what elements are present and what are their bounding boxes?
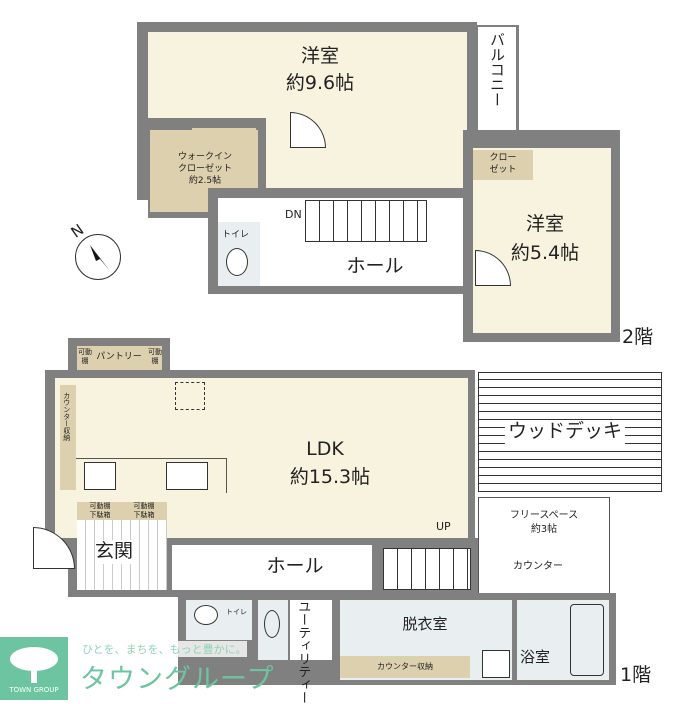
bathroom-label: 浴室: [520, 648, 551, 666]
shelf-label: 可動棚: [148, 348, 162, 365]
staircase: [305, 200, 427, 242]
ldk-name: LDK: [306, 438, 344, 460]
free-space-name: フリースペース: [509, 510, 579, 521]
room-name: 洋室: [525, 213, 564, 235]
bathtub-icon: [570, 604, 604, 676]
pantry-label: パントリー: [96, 352, 142, 362]
washing-machine-icon: [482, 650, 510, 678]
counter-storage: [60, 385, 76, 490]
dressing-room-label: 脱衣室: [402, 615, 448, 633]
kitchen-counter: [76, 458, 227, 493]
toilet-label: トイレ: [226, 608, 247, 616]
free-space-size: 約3帖: [530, 524, 558, 535]
shelf-label: 可動棚: [78, 348, 92, 365]
pantry: [77, 346, 162, 370]
closet-label-1: クロー: [489, 153, 517, 163]
hall-label: ホール: [266, 555, 324, 577]
counter-storage-label: カウンター収納: [377, 662, 433, 671]
utility: [290, 600, 332, 660]
staircase: [383, 548, 471, 590]
counter-storage-label: カウンター収納: [62, 392, 71, 441]
wic-size: 約2.5帖: [188, 176, 222, 186]
counter-storage: [340, 656, 470, 678]
room-size: 約5.4帖: [510, 242, 580, 264]
counter-label: カウンター: [513, 561, 563, 574]
logo-name-en: TOWN GROUP: [9, 686, 59, 694]
room-size: 約9.6帖: [285, 72, 355, 94]
hall-1f: [172, 545, 372, 590]
hall-label: ホール: [346, 255, 404, 277]
logo-badge: TOWN GROUP: [0, 637, 68, 700]
stairs-label: UP: [436, 520, 451, 533]
shelf: [192, 128, 256, 150]
sink-icon: [166, 462, 208, 490]
room-name: 洋室: [300, 45, 339, 67]
balcony: [478, 27, 516, 140]
wood-deck-label: ウッドデッキ: [505, 420, 626, 444]
closet-label-2: ゼット: [489, 165, 517, 175]
compass-arrow-icon: [90, 245, 110, 271]
stove-icon: [84, 462, 116, 490]
floor-2-label: 2階: [622, 326, 654, 348]
toilet-icon: [226, 248, 248, 276]
shoe-box-label: 可動棚 下駄箱: [89, 502, 111, 519]
tree-icon: [10, 647, 58, 683]
wic-label-1: ウォークイン: [177, 152, 232, 162]
shoe-box-label: 可動棚 下駄箱: [133, 502, 155, 519]
stairs-label: DN: [285, 208, 302, 221]
toilet-label: トイレ: [222, 230, 250, 240]
shoe-box: [77, 502, 167, 520]
closet: [473, 150, 533, 180]
entrance-label: 玄関: [95, 540, 134, 564]
logo-tagline: ひとを、まちを、もっと豊かに。: [82, 641, 247, 657]
compass-icon: [75, 234, 121, 280]
washbasin-icon: [264, 610, 280, 638]
ventilation-icon: [175, 382, 205, 410]
balcony-label: バルコニー: [488, 32, 506, 107]
toilet-icon: [194, 605, 218, 625]
bathroom: [517, 600, 609, 680]
logo-name-jp: タウングループ: [80, 664, 275, 695]
floor-1-label: 1階: [620, 664, 652, 686]
wic-label-2: クローゼット: [177, 164, 232, 174]
utility-label: ユーティリティー: [295, 600, 311, 704]
ldk-size: 約15.3帖: [289, 466, 371, 488]
